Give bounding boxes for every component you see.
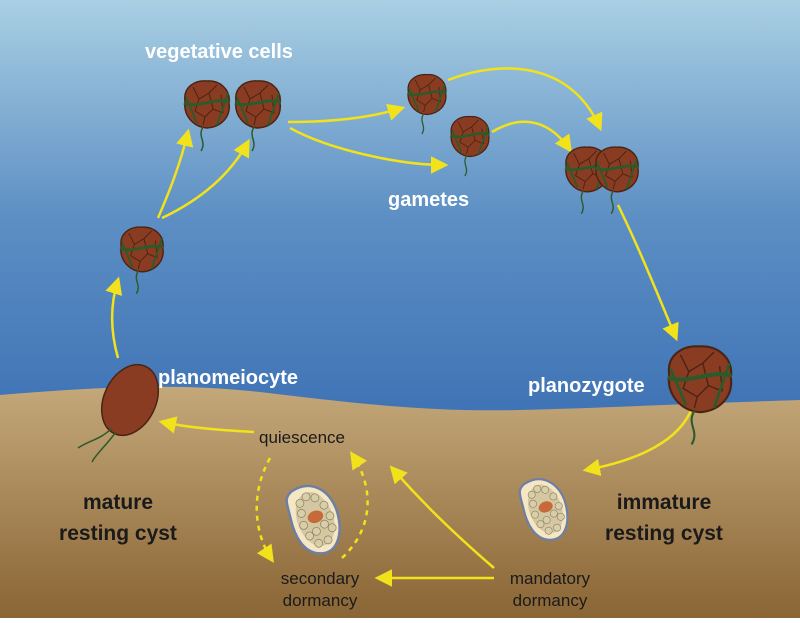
immature-resting-cyst-image <box>513 470 578 548</box>
label-vegetative-cells: vegetative cells <box>145 41 293 63</box>
label-mature: mature <box>83 491 153 514</box>
arrow-cell-to-vegetative-left <box>156 128 194 219</box>
sediment-layer <box>0 386 800 618</box>
label-mandatory: mandatory <box>510 569 591 588</box>
arrow-to-gamete-lower <box>289 126 449 174</box>
label-mature-resting-cyst: resting cyst <box>59 522 177 545</box>
arrow-cell-to-vegetative-right <box>161 138 250 220</box>
arrow-planozygote-to-immature-cyst <box>582 407 694 477</box>
label-immature-resting-cyst: resting cyst <box>605 522 723 545</box>
label-gametes: gametes <box>388 189 469 211</box>
arrow-secondary-to-quiescence-dashed <box>341 451 369 559</box>
arrow-to-gamete-upper <box>287 103 406 124</box>
label-planozygote: planozygote <box>528 375 645 397</box>
label-planomeiocyte: planomeiocyte <box>158 367 298 389</box>
arrow-mandatory-to-quiescence <box>389 465 495 569</box>
cycle-arrows <box>105 67 694 587</box>
arrow-quiescence-to-secondary-dashed <box>255 457 274 563</box>
arrow-gamete-to-fusion-upper <box>447 67 603 132</box>
label-secondary-dormancy: dormancy <box>283 591 358 610</box>
planomeiocyte-flagella <box>77 427 117 463</box>
label-quiescence: quiescence <box>259 428 345 447</box>
label-immature: immature <box>617 491 712 514</box>
label-mandatory-dormancy: dormancy <box>513 591 588 610</box>
arrow-fusion-to-planozygote <box>616 204 679 342</box>
label-secondary: secondary <box>281 569 360 588</box>
arrow-quiescence-to-planomeiocyte <box>158 416 255 434</box>
arrow-planomeiocyte-to-cell <box>105 276 123 359</box>
mature-resting-cyst-image <box>279 476 351 562</box>
arrow-gamete-to-fusion-lower <box>491 120 572 153</box>
